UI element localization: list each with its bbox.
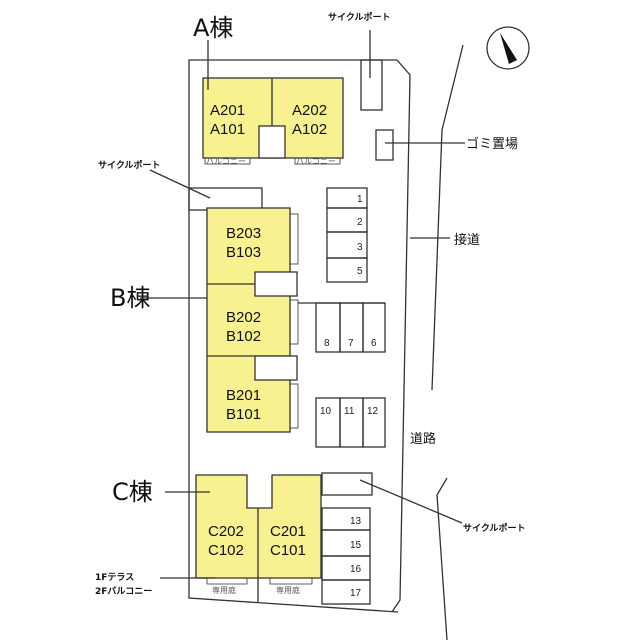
parking-space: 13 xyxy=(350,516,362,527)
svg-text:A202: A202 xyxy=(292,102,327,119)
site-boundary-right xyxy=(391,59,411,613)
parking-space: 6 xyxy=(371,338,377,349)
road-edge-top xyxy=(431,44,464,391)
svg-text:C201: C201 xyxy=(270,523,306,540)
a-balcony-label: バルコニー xyxy=(206,157,246,166)
parking-space: 10 xyxy=(320,406,332,417)
parking-space: 12 xyxy=(367,406,379,417)
site-boundary xyxy=(188,59,399,613)
parking-group-1 xyxy=(326,187,368,283)
svg-text:A101: A101 xyxy=(210,121,245,138)
svg-text:B101: B101 xyxy=(226,406,261,423)
cycle-port-c xyxy=(321,472,373,496)
parking-space: 11 xyxy=(344,406,355,417)
parking-group-2 xyxy=(315,302,386,353)
parking-space: 1 xyxy=(357,194,363,205)
svg-text:B103: B103 xyxy=(226,244,261,261)
building-b xyxy=(206,207,291,433)
svg-text:C102: C102 xyxy=(208,542,244,559)
parking-space: 7 xyxy=(348,338,354,349)
north-arrow-icon xyxy=(486,26,530,70)
access-road-label: 接道 xyxy=(454,232,480,248)
svg-text:B102: B102 xyxy=(226,328,261,345)
private-garden-label: 専用庭 xyxy=(276,585,300,595)
svg-text:B202: B202 xyxy=(226,309,261,326)
parking-space: 2 xyxy=(357,217,363,228)
road-edge-bottom xyxy=(436,477,448,640)
a-balcony-right xyxy=(294,157,341,165)
private-garden-label: 専用庭 xyxy=(212,585,236,595)
b-wing-label: B棟 xyxy=(110,284,150,312)
cycle-port-label-left: サイクルポート xyxy=(98,159,161,171)
parking-space: 17 xyxy=(350,588,362,599)
svg-text:B201: B201 xyxy=(226,387,261,404)
b-stair-2 xyxy=(254,355,298,381)
a-stair xyxy=(258,125,286,159)
svg-text:B203: B203 xyxy=(226,225,261,242)
parking-space: 15 xyxy=(350,540,362,551)
parking-space: 5 xyxy=(357,266,363,277)
parking-space: 16 xyxy=(350,564,362,575)
svg-text:A201: A201 xyxy=(210,102,245,119)
a-wing-label: A棟 xyxy=(193,14,233,42)
parking-space: 3 xyxy=(357,242,363,253)
road-label: 道路 xyxy=(410,431,436,447)
a-balcony-left xyxy=(204,157,251,165)
garbage-label: ゴミ置場 xyxy=(466,136,518,152)
garbage-area xyxy=(375,129,394,161)
svg-text:C202: C202 xyxy=(208,523,244,540)
a-balcony-label: バルコニー xyxy=(296,157,336,166)
parking-space: 8 xyxy=(324,338,330,349)
cycle-port-label-top: サイクルポート xyxy=(328,11,391,23)
c-wing-label: C棟 xyxy=(112,478,153,506)
balcony-label: 2Fバルコニー xyxy=(95,586,152,597)
cycle-port-a xyxy=(360,59,383,111)
b-stair-1 xyxy=(254,271,298,297)
svg-text:A102: A102 xyxy=(292,121,327,138)
terrace-label: 1Fテラス xyxy=(95,572,134,583)
cycle-port-label-right: サイクルポート xyxy=(463,522,526,534)
parking-group-4 xyxy=(321,507,371,605)
svg-text:C101: C101 xyxy=(270,542,306,559)
parking-group-3 xyxy=(315,397,386,448)
